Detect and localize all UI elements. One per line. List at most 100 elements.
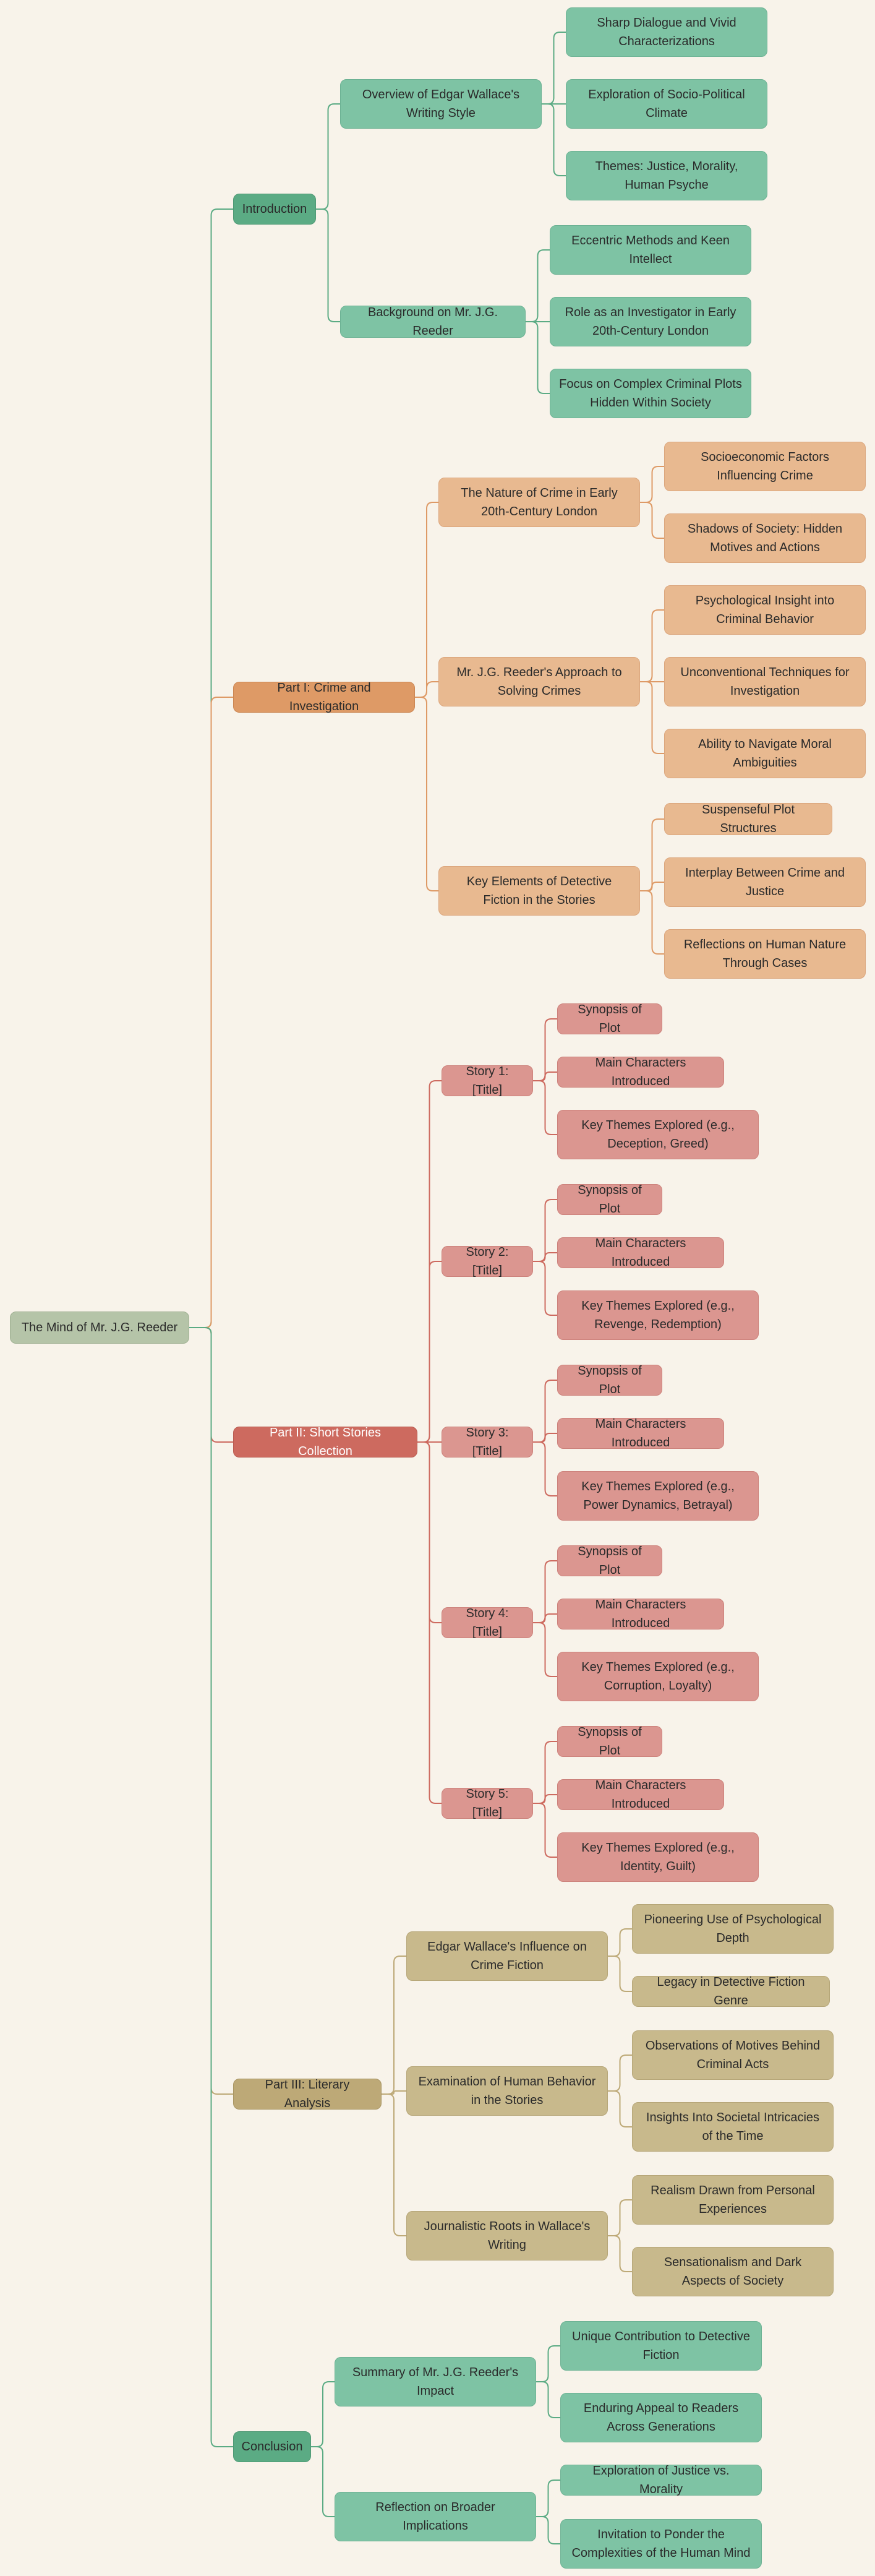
section-part-2[interactable]: Part II: Short Stories Collection — [233, 1426, 417, 1458]
connector-t3-t3b — [608, 2235, 632, 2272]
connector-s4-s4c — [533, 1622, 557, 1677]
leaf-themes-justice[interactable]: Themes: Justice, Morality, Human Psyche — [566, 151, 767, 200]
connector-concl-c1 — [311, 2381, 335, 2447]
leaf-story-5-characters[interactable]: Main Characters Introduced — [557, 1779, 724, 1811]
leaf-story-2-themes[interactable]: Key Themes Explored (e.g., Revenge, Rede… — [557, 1290, 759, 1340]
leaf-criminal-motives[interactable]: Observations of Motives Behind Criminal … — [632, 2030, 834, 2080]
node-broader-implications[interactable]: Reflection on Broader Implications — [335, 2492, 536, 2541]
leaf-realism[interactable]: Realism Drawn from Personal Experiences — [632, 2175, 834, 2225]
leaf-psychological-insight[interactable]: Psychological Insight into Criminal Beha… — [664, 585, 866, 635]
leaf-story-2-characters[interactable]: Main Characters Introduced — [557, 1237, 724, 1269]
connector-s4-s4b — [533, 1613, 557, 1623]
leaf-sensationalism[interactable]: Sensationalism and Dark Aspects of Socie… — [632, 2247, 834, 2296]
connector-s3-s3b — [533, 1433, 557, 1443]
leaf-sharp-dialogue[interactable]: Sharp Dialogue and Vivid Characterizatio… — [566, 7, 767, 57]
section-part-3[interactable]: Part III: Literary Analysis — [233, 2078, 382, 2110]
connector-s3-s3c — [533, 1441, 557, 1496]
connector-a1-a1b — [640, 502, 664, 539]
leaf-story-2-synopsis[interactable]: Synopsis of Plot — [557, 1183, 662, 1216]
leaf-unique-contribution[interactable]: Unique Contribution to Detective Fiction — [560, 2321, 762, 2371]
leaf-story-4-themes[interactable]: Key Themes Explored (e.g., Corruption, L… — [557, 1652, 759, 1701]
connector-intro-i1 — [316, 103, 340, 210]
leaf-suspenseful-plot[interactable]: Suspenseful Plot Structures — [664, 803, 832, 835]
leaf-complex-plots[interactable]: Focus on Complex Criminal Plots Hidden W… — [550, 369, 751, 418]
connector-t1-t1a — [608, 1928, 632, 1957]
connector-t3-t3a — [608, 2199, 632, 2236]
leaf-story-3-characters[interactable]: Main Characters Introduced — [557, 1417, 724, 1449]
connector-s5-s5c — [533, 1803, 557, 1858]
leaf-socio-political[interactable]: Exploration of Socio-Political Climate — [566, 79, 767, 129]
node-story-5[interactable]: Story 5: [Title] — [442, 1787, 533, 1819]
connector-t2-t2b — [608, 2090, 632, 2127]
connector-a1-a1a — [640, 466, 664, 503]
node-wallace-influence[interactable]: Edgar Wallace's Influence on Crime Ficti… — [406, 1931, 608, 1981]
connector-a3-a3b — [640, 882, 664, 891]
leaf-story-4-characters[interactable]: Main Characters Introduced — [557, 1598, 724, 1630]
leaf-socioeconomic[interactable]: Socioeconomic Factors Influencing Crime — [664, 442, 866, 491]
leaf-human-nature-reflections[interactable]: Reflections on Human Nature Through Case… — [664, 929, 866, 979]
connector-p2-s5 — [417, 1441, 442, 1804]
section-part-1[interactable]: Part I: Crime and Investigation — [233, 681, 415, 713]
leaf-moral-ambiguities[interactable]: Ability to Navigate Moral Ambiguities — [664, 729, 866, 778]
node-journalistic-roots[interactable]: Journalistic Roots in Wallace's Writing — [406, 2211, 608, 2260]
connector-c2-c2b — [536, 2516, 560, 2544]
node-reeder-approach[interactable]: Mr. J.G. Reeder's Approach to Solving Cr… — [438, 657, 640, 706]
leaf-societal-intricacies[interactable]: Insights Into Societal Intricacies of th… — [632, 2102, 834, 2152]
connector-p1-a3 — [415, 697, 438, 891]
connector-i2-i2c — [526, 321, 550, 394]
leaf-story-5-synopsis[interactable]: Synopsis of Plot — [557, 1725, 662, 1758]
leaf-story-3-themes[interactable]: Key Themes Explored (e.g., Power Dynamic… — [557, 1471, 759, 1521]
connector-a2-a2a — [640, 609, 664, 682]
leaf-investigator-role[interactable]: Role as an Investigator in Early 20th-Ce… — [550, 297, 751, 346]
connector-c1-c1b — [536, 2381, 560, 2418]
connector-intro-i2 — [316, 208, 340, 322]
section-conclusion[interactable]: Conclusion — [233, 2431, 311, 2462]
connector-t2-t2a — [608, 2054, 632, 2092]
node-detective-fiction-elements[interactable]: Key Elements of Detective Fiction in the… — [438, 866, 640, 916]
node-story-1[interactable]: Story 1: [Title] — [442, 1065, 533, 1097]
node-writing-style-overview[interactable]: Overview of Edgar Wallace's Writing Styl… — [340, 79, 542, 129]
connector-p3-t2 — [382, 2090, 406, 2095]
connector-c2-c2a — [536, 2479, 560, 2517]
connector-s5-s5b — [533, 1794, 557, 1804]
section-introduction[interactable]: Introduction — [233, 194, 316, 225]
node-nature-of-crime[interactable]: The Nature of Crime in Early 20th-Centur… — [438, 478, 640, 527]
connector-t1-t1b — [608, 1956, 632, 1992]
leaf-psychological-depth[interactable]: Pioneering Use of Psychological Depth — [632, 1904, 834, 1954]
leaf-story-3-synopsis[interactable]: Synopsis of Plot — [557, 1364, 662, 1396]
connector-s2-s2c — [533, 1261, 557, 1316]
leaf-shadows-of-society[interactable]: Shadows of Society: Hidden Motives and A… — [664, 513, 866, 563]
leaf-story-1-characters[interactable]: Main Characters Introduced — [557, 1056, 724, 1088]
node-story-2[interactable]: Story 2: [Title] — [442, 1245, 533, 1277]
node-human-behavior[interactable]: Examination of Human Behavior in the Sto… — [406, 2066, 608, 2116]
connector-p3-t1 — [382, 1956, 406, 2095]
node-story-3[interactable]: Story 3: [Title] — [442, 1426, 533, 1458]
connector-p3-t3 — [382, 2093, 406, 2236]
leaf-story-4-synopsis[interactable]: Synopsis of Plot — [557, 1545, 662, 1577]
node-reeder-background[interactable]: Background on Mr. J.G. Reeder — [340, 306, 526, 338]
leaf-detective-legacy[interactable]: Legacy in Detective Fiction Genre — [632, 1975, 830, 2007]
connector-concl-c2 — [311, 2446, 335, 2517]
connector-s2-s2b — [533, 1252, 557, 1262]
connector-a2-a2c — [640, 681, 664, 754]
connector-i1-i1c — [542, 103, 566, 176]
connector-root-p1 — [189, 697, 233, 1328]
connector-a3-a3c — [640, 890, 664, 955]
leaf-eccentric-methods[interactable]: Eccentric Methods and Keen Intellect — [550, 225, 751, 275]
leaf-story-1-themes[interactable]: Key Themes Explored (e.g., Deception, Gr… — [557, 1110, 759, 1159]
connector-p2-s2 — [417, 1261, 442, 1443]
leaf-justice-vs-morality[interactable]: Exploration of Justice vs. Morality — [560, 2464, 762, 2496]
node-reeder-impact-summary[interactable]: Summary of Mr. J.G. Reeder's Impact — [335, 2357, 536, 2406]
node-story-4[interactable]: Story 4: [Title] — [442, 1607, 533, 1639]
leaf-enduring-appeal[interactable]: Enduring Appeal to Readers Across Genera… — [560, 2393, 762, 2442]
leaf-story-5-themes[interactable]: Key Themes Explored (e.g., Identity, Gui… — [557, 1832, 759, 1882]
leaf-human-mind[interactable]: Invitation to Ponder the Complexities of… — [560, 2519, 762, 2569]
leaf-unconventional-techniques[interactable]: Unconventional Techniques for Investigat… — [664, 657, 866, 706]
leaf-story-1-synopsis[interactable]: Synopsis of Plot — [557, 1003, 662, 1035]
leaf-crime-justice-interplay[interactable]: Interplay Between Crime and Justice — [664, 857, 866, 907]
connector-a3-a3a — [640, 818, 664, 891]
connector-p1-a1 — [415, 502, 438, 698]
root-node[interactable]: The Mind of Mr. J.G. Reeder — [10, 1312, 189, 1344]
